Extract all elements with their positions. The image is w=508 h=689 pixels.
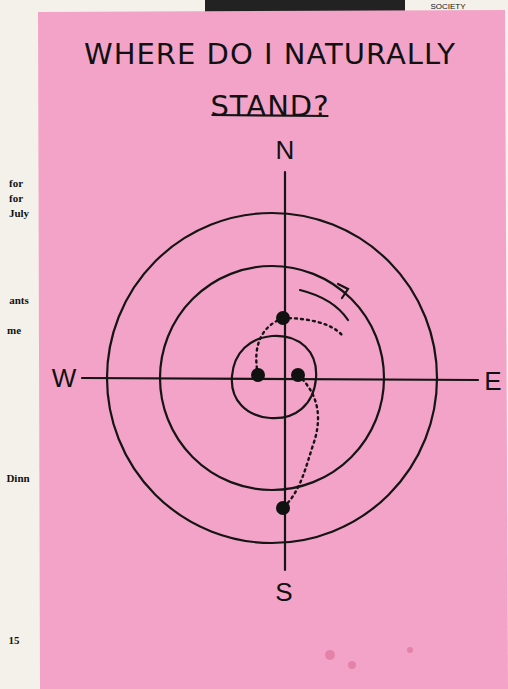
pink-sheet: [38, 10, 508, 689]
position-dot: [276, 311, 290, 325]
printed-banner: [205, 0, 405, 12]
stain: [407, 647, 413, 653]
arrow-tick: [338, 284, 348, 298]
compass-lines: [82, 172, 478, 570]
position-dot: [276, 501, 290, 515]
dotted-path: [283, 318, 342, 335]
background-print: for: [9, 192, 23, 204]
compass-point: S: [275, 577, 292, 608]
compass-point: E: [484, 366, 501, 397]
background-print: ants: [9, 294, 29, 306]
dotted-path: [256, 318, 283, 375]
stains: [325, 647, 413, 669]
inner-ring: [232, 336, 316, 418]
compass-point: W: [52, 363, 77, 394]
background-print: for: [9, 177, 23, 189]
dotted-paths: [256, 318, 342, 508]
position-dot: [291, 368, 305, 382]
motion-arc: [300, 290, 348, 320]
stain: [348, 661, 356, 669]
background-print: Dinn: [6, 472, 29, 484]
position-dot: [251, 368, 265, 382]
title: WHERE DO I NATURALLY STAND?: [50, 28, 490, 132]
west-east-axis: [82, 378, 478, 380]
stain: [325, 650, 335, 660]
background-print: me: [7, 324, 21, 336]
compass-point: N: [276, 135, 295, 166]
dotted-path: [283, 375, 318, 508]
background-print: 15: [9, 634, 20, 646]
background-print: July: [9, 207, 29, 219]
position-dots: [251, 311, 305, 515]
background-print: SOCIETY: [430, 2, 465, 11]
